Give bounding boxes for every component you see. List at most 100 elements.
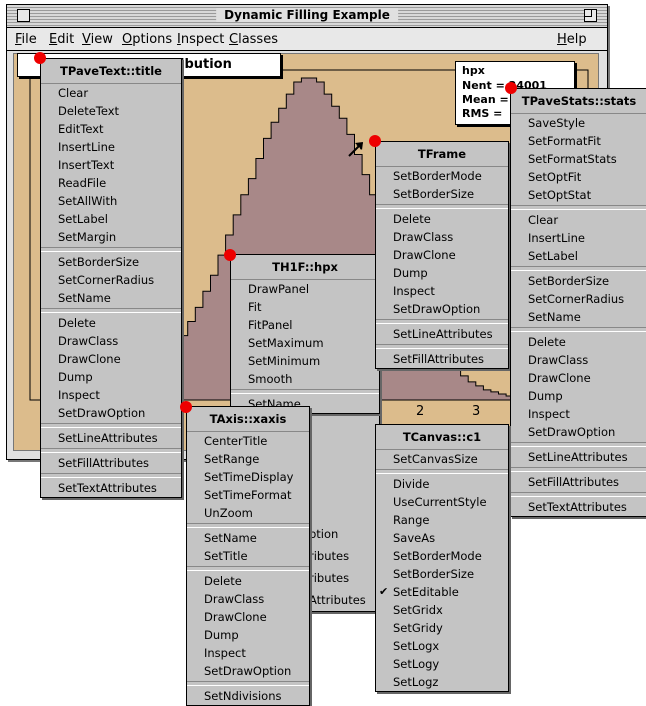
menu-item-partial[interactable]: ption [309,527,339,541]
menu-item-save-style[interactable]: SaveStyle [528,116,586,130]
menu-item-set-ndivisions[interactable]: SetNdivisions [204,689,282,703]
menu-item-set-title[interactable]: SetTitle [204,549,248,563]
menu-item-set-logy[interactable]: SetLogy [393,657,440,671]
menu-item-set-logx[interactable]: SetLogx [393,639,440,653]
menu-item-dump[interactable]: Dump [528,389,563,403]
menu-item-set-draw-option[interactable]: SetDrawOption [393,302,481,316]
menu-item-draw-class[interactable]: DrawClass [528,353,589,367]
menu-item-set-maximum[interactable]: SetMaximum [248,336,324,350]
menu-item-partial[interactable]: ributes [309,549,350,563]
menu-help[interactable]: Help [557,32,587,47]
menu-item-set-text-attributes[interactable]: SetTextAttributes [528,500,627,514]
menu-item-set-corner-radius[interactable]: SetCornerRadius [528,292,625,306]
menu-item-fit[interactable]: Fit [248,300,262,314]
menu-item-set-label[interactable]: SetLabel [528,249,578,263]
menu-item-set-name[interactable]: SetName [58,291,111,305]
menu-item-set-editable[interactable]: SetEditable✔ [379,585,459,599]
menu-item-draw-panel[interactable]: DrawPanel [248,282,310,296]
menu-item-inspect[interactable]: Inspect [204,646,246,660]
menu-item-set-text-attributes[interactable]: SetTextAttributes [58,481,157,495]
menu-item-set-format-fit[interactable]: SetFormatFit [528,134,601,148]
menu-item-set-border-size[interactable]: SetBorderSize [58,255,140,269]
menu-item-set-opt-fit[interactable]: SetOptFit [528,170,582,184]
menu-item-dump[interactable]: Dump [58,370,93,384]
menu-item-dump[interactable]: Dump [393,266,428,280]
menu-item-center-title[interactable]: CenterTitle [204,434,268,448]
menu-item-set-minimum[interactable]: SetMinimum [248,354,321,368]
context-menu-header: TCanvas::c1 [376,425,508,450]
menu-item-set-line-attributes[interactable]: SetLineAttributes [528,450,628,464]
menu-item-set-logz[interactable]: SetLogz [393,675,439,689]
menu-item-set-format-stats[interactable]: SetFormatStats [528,152,617,166]
menu-item-delete[interactable]: Delete [204,574,242,588]
menu-item-set-name[interactable]: SetName [528,310,581,324]
menu-item-set-draw-option[interactable]: SetDrawOption [528,425,616,439]
menu-item-set-range[interactable]: SetRange [204,452,260,466]
menu-item-set-fill-attributes[interactable]: SetFillAttributes [528,475,620,489]
menu-item-clear[interactable]: Clear [58,86,89,100]
menu-item-range[interactable]: Range [393,513,430,527]
menu-item-smooth[interactable]: Smooth [248,372,293,386]
menu-item-set-border-size[interactable]: SetBorderSize [393,567,475,581]
menu-item-inspect[interactable]: Inspect [393,284,435,298]
menu-item-dump[interactable]: Dump [204,628,239,642]
menu-item-set-border-size[interactable]: SetBorderSize [528,274,610,288]
menu-item-delete[interactable]: Delete [528,335,566,349]
menu-item-insert-line[interactable]: InsertLine [528,231,585,245]
menu-item-inspect[interactable]: Inspect [528,407,570,421]
menu-item-set-border-mode[interactable]: SetBorderMode [393,169,482,183]
menu-item-set-gridx[interactable]: SetGridx [393,603,443,617]
menu-item-set-line-attributes[interactable]: SetLineAttributes [58,431,158,445]
menu-item-read-file[interactable]: ReadFile [58,176,107,190]
menu-item-un-zoom[interactable]: UnZoom [204,506,253,520]
menu-item-inspect[interactable]: Inspect [58,388,100,402]
menu-item-clear[interactable]: Clear [528,213,559,227]
menu-item-set-border-mode[interactable]: SetBorderMode [393,549,482,563]
menu-item-divide[interactable]: Divide [393,477,430,491]
menu-item-draw-clone[interactable]: DrawClone [58,352,121,366]
menu-item-set-time-display[interactable]: SetTimeDisplay [204,470,294,484]
menu-inspect[interactable]: Inspect [177,32,225,47]
menu-item-insert-line[interactable]: InsertLine [58,140,115,154]
menu-item-set-name[interactable]: SetName [204,531,257,545]
menu-item-draw-clone[interactable]: DrawClone [204,610,267,624]
menu-item-set-opt-stat[interactable]: SetOptStat [528,188,592,202]
menu-item-partial[interactable]: ributes [309,571,350,585]
menu-item-edit-text[interactable]: EditText [58,122,104,136]
menu-item-set-canvas-size[interactable]: SetCanvasSize [393,452,478,466]
menu-item-set-time-format[interactable]: SetTimeFormat [204,488,292,502]
menu-item-set-corner-radius[interactable]: SetCornerRadius [58,273,155,287]
menu-item-set-draw-option[interactable]: SetDrawOption [58,406,146,420]
zoom-box-icon[interactable] [584,9,597,22]
menu-item-fit-panel[interactable]: FitPanel [248,318,293,332]
menu-item-set-border-size[interactable]: SetBorderSize [393,187,475,201]
menu-view[interactable]: View [82,32,113,47]
menu-item-use-current-style[interactable]: UseCurrentStyle [393,495,487,509]
menu-item-delete[interactable]: Delete [58,316,96,330]
menu-item-delete-text[interactable]: DeleteText [58,104,120,118]
menu-item-partial[interactable]: Attributes [309,593,366,607]
menu-file[interactable]: File [15,32,37,47]
close-box-icon[interactable] [17,9,30,22]
menu-item-set-label[interactable]: SetLabel [58,212,108,226]
menu-options[interactable]: Options [122,32,173,47]
menu-item-set-gridy[interactable]: SetGridy [393,621,443,635]
menu-item-insert-text[interactable]: InsertText [58,158,115,172]
menu-item-save-as[interactable]: SaveAs [393,531,436,545]
menu-item-set-line-attributes[interactable]: SetLineAttributes [393,327,493,341]
menu-item-draw-clone[interactable]: DrawClone [393,248,456,262]
menu-item-draw-class[interactable]: DrawClass [393,230,454,244]
menu-item-draw-class[interactable]: DrawClass [58,334,119,348]
title-bar[interactable]: Dynamic Filling Example [7,5,607,28]
menu-item-draw-class[interactable]: DrawClass [204,592,265,606]
menu-item-set-margin[interactable]: SetMargin [58,230,117,244]
menu-item-draw-clone[interactable]: DrawClone [528,371,591,385]
menu-item-set-draw-option[interactable]: SetDrawOption [204,664,292,678]
menu-classes[interactable]: Classes [229,32,278,47]
menu-edit[interactable]: Edit [49,32,75,47]
window-title: Dynamic Filling Example [216,8,398,22]
menu-item-set-fill-attributes[interactable]: SetFillAttributes [393,352,485,366]
menu-item-set-all-with[interactable]: SetAllWith [58,194,118,208]
menu-item-set-fill-attributes[interactable]: SetFillAttributes [58,456,150,470]
menu-item-delete[interactable]: Delete [393,212,431,226]
